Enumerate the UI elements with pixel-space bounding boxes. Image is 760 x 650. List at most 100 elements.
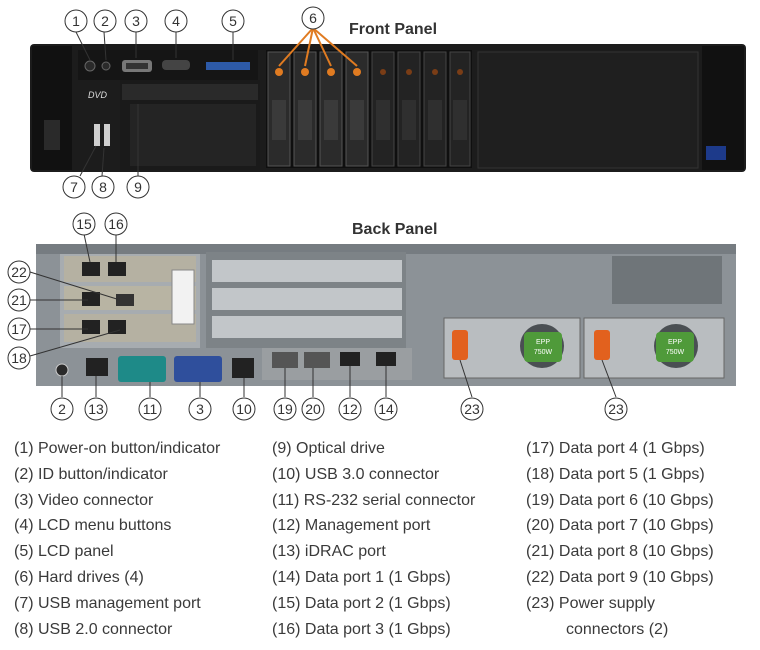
service-tag bbox=[171, 269, 195, 325]
back-panel-title: Back Panel bbox=[352, 221, 437, 238]
data-port[interactable] bbox=[82, 262, 100, 276]
callout-number: 1 bbox=[72, 13, 80, 29]
callout-number: 16 bbox=[108, 216, 124, 232]
drive-activity-led bbox=[353, 68, 361, 76]
callout-number: 2 bbox=[101, 13, 109, 29]
psu-watt-label: 750W bbox=[666, 349, 685, 356]
legend-column-3: (17) Data port 4 (1 Gbps) (18) Data port… bbox=[526, 436, 714, 642]
pcie-slot-cover bbox=[212, 260, 402, 282]
drive-activity-led bbox=[327, 68, 335, 76]
legend-item: connectors (2) bbox=[566, 620, 669, 638]
legend-item: (6) Hard drives (4) bbox=[14, 568, 144, 586]
callout-number: 10 bbox=[236, 401, 252, 417]
callout-number: 6 bbox=[309, 10, 317, 26]
callout-number: 23 bbox=[464, 401, 480, 417]
id-button[interactable] bbox=[101, 61, 111, 71]
callout-circle bbox=[93, 9, 117, 33]
back-panel-chassis: EPP 750W EPP 750W bbox=[36, 244, 736, 386]
callout-circle bbox=[62, 175, 86, 199]
callout-circle bbox=[72, 212, 96, 236]
power-button[interactable] bbox=[84, 60, 96, 72]
left-rack-ear bbox=[32, 46, 72, 170]
legend-column-2: (9) Optical drive (10) USB 3.0 connector… bbox=[272, 436, 475, 642]
callout-number: 22 bbox=[11, 264, 27, 280]
power-connector[interactable] bbox=[594, 330, 610, 360]
callout-circle bbox=[338, 397, 362, 421]
legend-item: (12) Management port bbox=[272, 517, 431, 535]
callout-number: 18 bbox=[11, 350, 27, 366]
server-diagram: Front Panel DVD bbox=[7, 6, 746, 421]
callout-circle bbox=[460, 397, 484, 421]
callout-circle bbox=[221, 9, 245, 33]
legend-item: (21) Data port 8 (10 Gbps) bbox=[526, 543, 714, 561]
front-vent bbox=[477, 51, 699, 169]
callout-number: 13 bbox=[88, 401, 104, 417]
callout-circle bbox=[188, 397, 212, 421]
dvd-label: DVD bbox=[88, 90, 108, 100]
lcd-panel bbox=[206, 62, 250, 70]
rear-id-button[interactable] bbox=[55, 363, 69, 377]
callout-circle bbox=[7, 260, 31, 284]
legend-item: (5) LCD panel bbox=[14, 543, 114, 561]
legend-item: (15) Data port 2 (1 Gbps) bbox=[272, 594, 451, 612]
front-panel-chassis: DVD bbox=[30, 44, 746, 172]
back-callout-numbers: 15 16 22 21 17 18 2 13 11 3 10 19 20 12 … bbox=[11, 216, 624, 417]
callout-number: 19 bbox=[277, 401, 293, 417]
legend-item: (7) USB management port bbox=[14, 594, 201, 612]
callout-number: 12 bbox=[342, 401, 358, 417]
callout-number: 15 bbox=[76, 216, 92, 232]
data-port[interactable] bbox=[376, 352, 396, 366]
data-port[interactable] bbox=[116, 294, 134, 306]
callout-circle bbox=[164, 9, 188, 33]
callout-circle bbox=[7, 288, 31, 312]
drive-activity-led bbox=[275, 68, 283, 76]
psu-badge-label: EPP bbox=[536, 339, 550, 346]
legend-item: (4) LCD menu buttons bbox=[14, 517, 172, 535]
callout-circle bbox=[273, 397, 297, 421]
front-callouts bbox=[62, 6, 325, 199]
lcd-menu-buttons[interactable] bbox=[162, 60, 190, 70]
data-port[interactable] bbox=[82, 292, 100, 306]
callout-number: 11 bbox=[143, 401, 158, 417]
legend-item: (11) RS-232 serial connector bbox=[272, 491, 476, 509]
callout-circle bbox=[301, 6, 325, 30]
data-port[interactable] bbox=[108, 262, 126, 276]
front-callout-lines bbox=[75, 31, 234, 177]
callout-number: 14 bbox=[378, 401, 394, 417]
data-port[interactable] bbox=[340, 352, 360, 366]
callout-number: 2 bbox=[58, 401, 66, 417]
front-usb-2-port[interactable] bbox=[104, 124, 110, 146]
vga-connector[interactable] bbox=[174, 356, 222, 382]
data-port[interactable] bbox=[304, 352, 330, 368]
back-callout-lines bbox=[29, 233, 617, 398]
legend-item: (23) Power supply bbox=[526, 594, 655, 612]
callout-number: 7 bbox=[70, 179, 78, 195]
serial-connector[interactable] bbox=[118, 356, 166, 382]
legend-item: (19) Data port 6 (10 Gbps) bbox=[526, 491, 714, 509]
power-connector[interactable] bbox=[452, 330, 468, 360]
callout-circle bbox=[138, 397, 162, 421]
callout-circle bbox=[84, 397, 108, 421]
callout-number: 5 bbox=[229, 13, 237, 29]
legend-item: (16) Data port 3 (1 Gbps) bbox=[272, 620, 451, 638]
callout-circle bbox=[232, 397, 256, 421]
rear-vent bbox=[612, 256, 722, 304]
callout-circle bbox=[104, 212, 128, 236]
legend-item: (22) Data port 9 (10 Gbps) bbox=[526, 568, 714, 586]
data-port[interactable] bbox=[82, 320, 100, 334]
data-port[interactable] bbox=[272, 352, 298, 368]
hard-drive-callout-lines bbox=[278, 27, 358, 67]
legend-item: (20) Data port 7 (10 Gbps) bbox=[526, 517, 714, 535]
callout-number: 3 bbox=[196, 401, 204, 417]
callout-circle bbox=[7, 317, 31, 341]
usb-3-port[interactable] bbox=[232, 358, 254, 378]
usb-management-port[interactable] bbox=[94, 124, 100, 146]
legend-item: (13) iDRAC port bbox=[272, 543, 386, 561]
callout-number: 4 bbox=[172, 13, 180, 29]
psu-efficiency-badge bbox=[656, 332, 694, 362]
legend-item: (2) ID button/indicator bbox=[14, 465, 168, 483]
data-port[interactable] bbox=[108, 320, 126, 334]
callout-number: 9 bbox=[134, 179, 142, 195]
idrac-port[interactable] bbox=[86, 358, 108, 376]
drive-bays bbox=[266, 50, 472, 168]
